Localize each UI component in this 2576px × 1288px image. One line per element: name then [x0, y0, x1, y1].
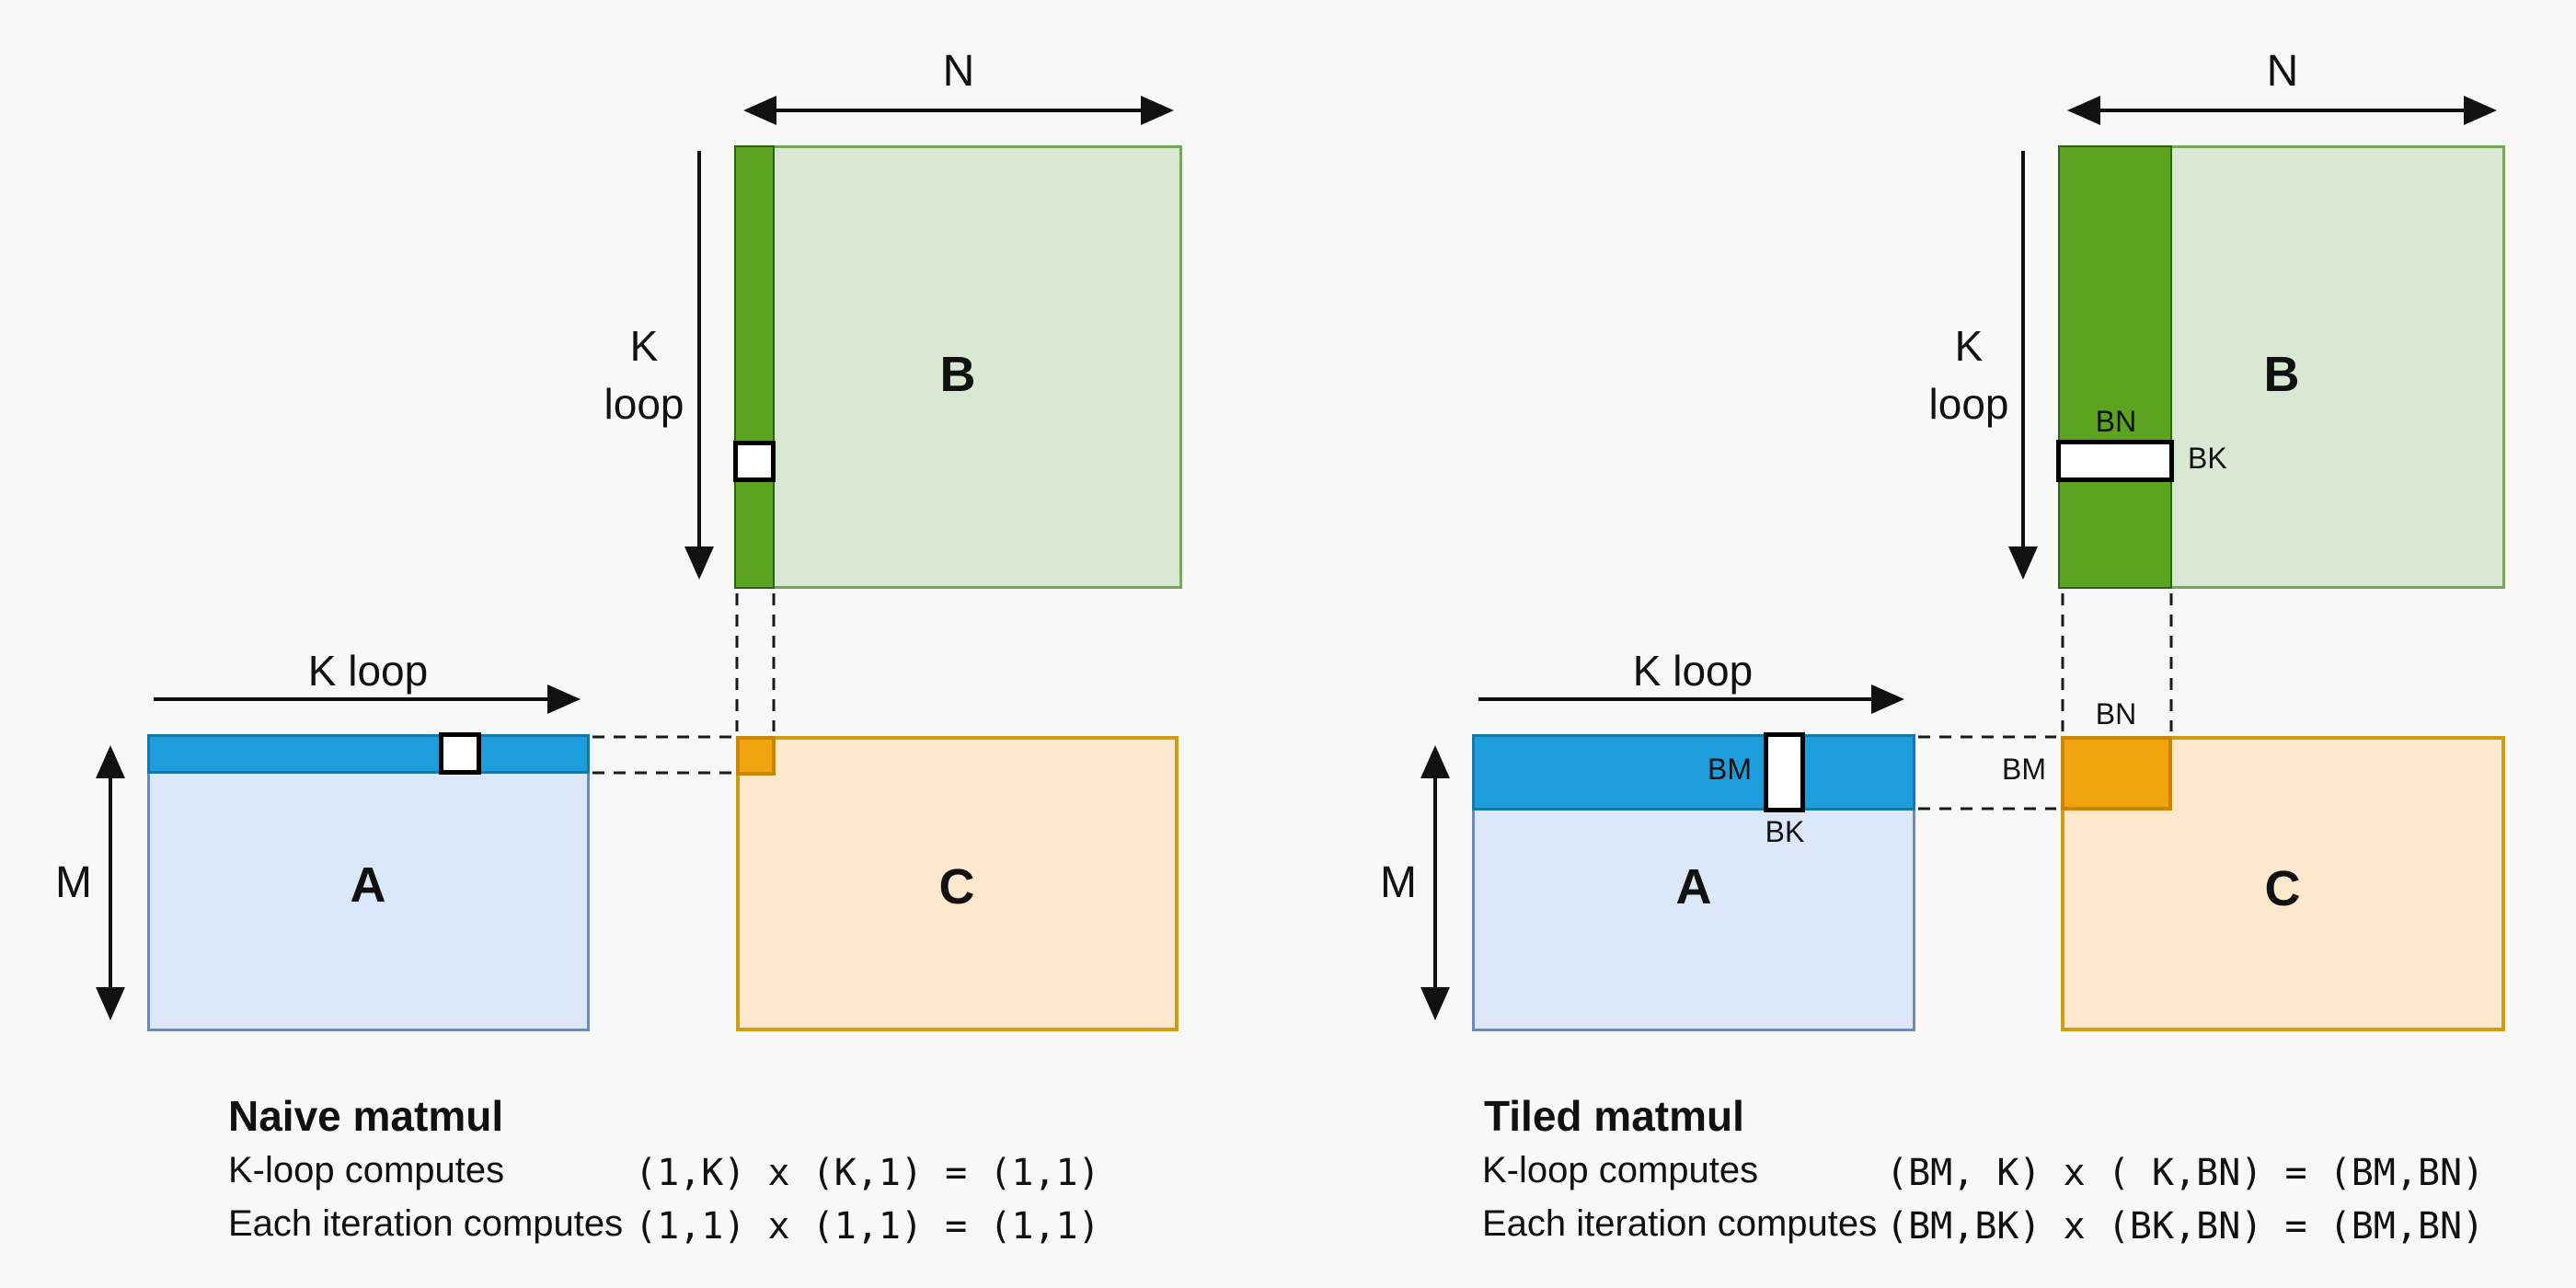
matrix-b-active-cell: [733, 441, 776, 482]
matrix-c-label: C: [938, 859, 975, 914]
matrix-b-active-tile: [2056, 440, 2174, 482]
m-label: M: [1380, 858, 1417, 907]
matrix-b-column-strip: [2058, 145, 2172, 589]
matrix-b-label: B: [2263, 347, 2300, 402]
matrix-c-label: C: [2264, 861, 2301, 916]
b-to-c-guide-lines: [735, 593, 776, 731]
matrix-a-active-tile: [1764, 732, 1805, 812]
caption-row-formula: (BM, K) x ( K,BN) = (BM,BN): [1886, 1152, 2485, 1194]
caption-title: Tiled matmul: [1484, 1092, 1744, 1140]
caption-row-label: K-loop computes: [228, 1150, 505, 1190]
matrix-c: [736, 736, 1179, 1031]
matrix-a-row-strip: [1472, 734, 1915, 811]
matrix-a-label: A: [350, 857, 386, 913]
matrix-b: [734, 145, 1182, 589]
matrix-b-column-strip: [734, 145, 775, 589]
k-loop-vertical-label: K loop: [604, 317, 684, 433]
bm-label-a: BM: [1708, 753, 1752, 786]
bn-label-b: BN: [2095, 405, 2137, 438]
caption-row-label: K-loop computes: [1482, 1150, 1759, 1190]
bk-label-b: BK: [2188, 442, 2227, 475]
matrix-a-row-strip: [147, 734, 590, 774]
caption-row-formula: (BM,BK) x (BK,BN) = (BM,BN): [1886, 1205, 2485, 1248]
caption-row-formula: (1,1) x (1,1) = (1,1): [635, 1205, 1100, 1248]
k-loop-vertical-line2: loop: [1928, 380, 2009, 428]
m-label: M: [55, 858, 92, 907]
bn-label-c: BN: [2095, 697, 2137, 730]
caption-row-label: Each iteration computes: [228, 1203, 624, 1244]
matrix-a: [147, 734, 590, 1031]
k-loop-horizontal-label: K loop: [1632, 647, 1754, 695]
a-to-c-guide-lines: [592, 735, 731, 775]
k-loop-horizontal-label: K loop: [307, 647, 429, 695]
n-label: N: [2266, 47, 2299, 96]
k-loop-vertical-line2: loop: [604, 380, 684, 428]
matrix-c-result-cell: [736, 736, 776, 776]
bk-label-a: BK: [1765, 815, 1805, 848]
k-loop-vertical-label: K loop: [1929, 317, 2009, 433]
matrix-a-active-cell: [439, 732, 481, 775]
caption-title: Naive matmul: [228, 1092, 504, 1140]
bm-label-c: BM: [2002, 753, 2046, 786]
caption-row-formula: (1,K) x (K,1) = (1,1): [635, 1152, 1100, 1194]
matrix-c-result-tile: [2061, 736, 2172, 811]
caption-row-label: Each iteration computes: [1482, 1203, 1878, 1244]
k-loop-vertical-line1: K: [1954, 322, 1984, 370]
matrix-b-label: B: [939, 347, 976, 402]
matrix-a-label: A: [1675, 859, 1712, 914]
n-label: N: [942, 47, 975, 96]
k-loop-vertical-line1: K: [629, 322, 659, 370]
